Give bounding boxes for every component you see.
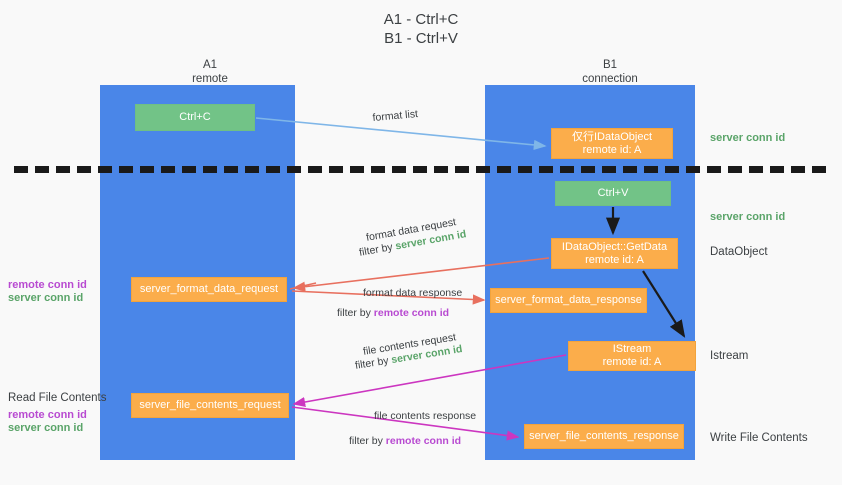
page-title: A1 - Ctrl+C B1 - Ctrl+V [383,11,459,47]
lane-header-b1: B1 connection [582,59,638,85]
edge-label-format-list: format list [372,108,419,124]
box-idataobject-getdata[interactable]: IDataObject::GetData remote id: A [551,238,678,269]
box-server-file-contents-request[interactable]: server_file_contents_request [131,393,289,418]
box-server-format-data-response[interactable]: server_format_data_response [490,288,647,313]
label-remote-conn-id-file: remote conn id [8,409,87,421]
filter-by-text: filter by [337,307,374,319]
box-idataobject[interactable]: 仅行IDataObject remote id: A [551,128,673,159]
filter-by-text: filter by [358,240,397,259]
phase-divider [14,166,826,173]
box-ctrl-v[interactable]: Ctrl+V [555,181,671,206]
edge-label-format-response-filter: filter by remote conn id [337,306,449,321]
edge-label-file-contents-response: file contents response [374,410,477,422]
box-ctrl-c[interactable]: Ctrl+C [135,104,255,131]
label-remote-conn-id-format: remote conn id [8,279,87,291]
label-server-conn-id-file: server conn id [8,422,84,434]
label-dataobject: DataObject [710,246,768,258]
filter-by-text: filter by [349,435,386,447]
box-istream[interactable]: IStream remote id: A [568,341,696,371]
edge-label-file-response-filter: filter by remote conn id [349,434,461,449]
label-write-file-contents: Write File Contents [710,432,808,444]
label-server-conn-id-format: server conn id [8,292,84,304]
label-istream: Istream [710,350,749,362]
filter-remote-conn-id: remote conn id [373,307,450,319]
label-read-file-contents: Read File Contents [8,392,107,404]
label-server-conn-id-mid: server conn id [710,211,786,223]
filter-by-text: filter by [354,354,393,372]
label-server-conn-id-top: server conn id [710,132,786,144]
edge-label-format-data-response: format data response [363,287,463,299]
lane-header-a1: A1 remote [192,59,228,85]
filter-remote-conn-id: remote conn id [385,435,462,447]
box-server-file-contents-response[interactable]: server_file_contents_response [524,424,684,449]
box-server-format-data-request[interactable]: server_format_data_request [131,277,287,302]
